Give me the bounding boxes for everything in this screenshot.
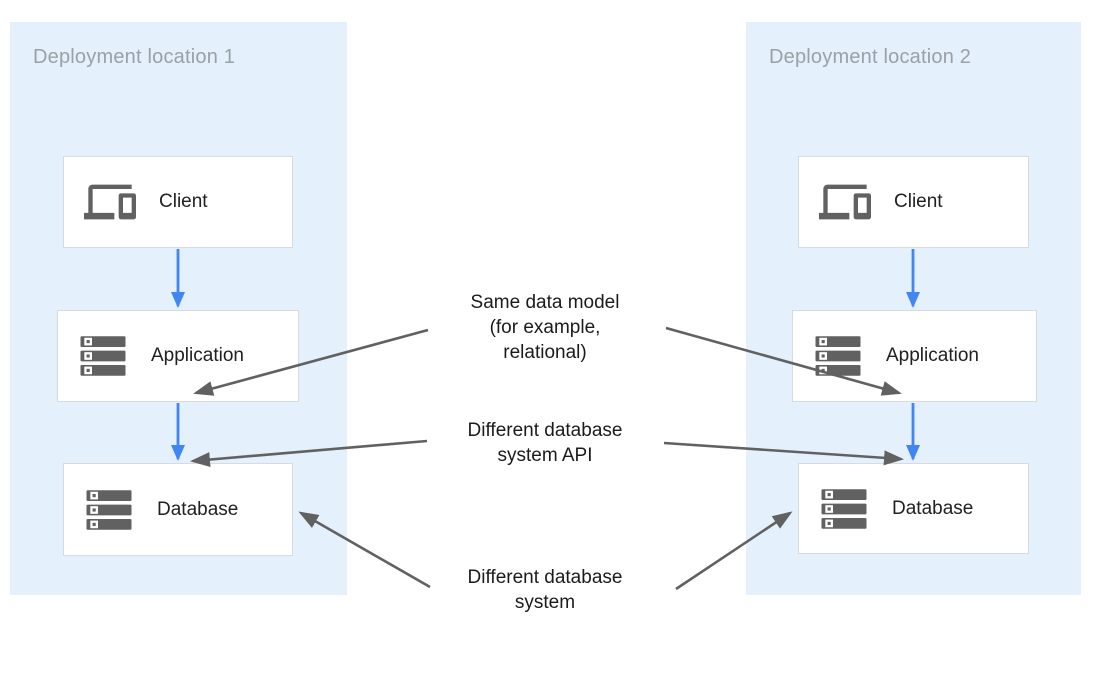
annotation-line: (for example,	[489, 317, 601, 338]
box-label: Database	[157, 498, 239, 520]
annotation-line: system API	[497, 445, 593, 466]
annotation-line: Same data model	[470, 292, 620, 313]
database-box-1: Database	[63, 463, 293, 556]
annotation-different-db-api: Different database system API	[430, 418, 660, 468]
database-box-2: Database	[798, 463, 1029, 554]
application-box-1: Application	[57, 310, 299, 402]
devices-icon	[82, 176, 138, 228]
annotation-different-db-system: Different database system	[430, 565, 660, 615]
annotation-line: system	[514, 592, 576, 613]
client-box-1: Client	[63, 156, 293, 248]
client-box-2: Client	[798, 156, 1029, 248]
panel-title: Deployment location 1	[33, 46, 236, 68]
box-label: Client	[894, 191, 943, 212]
annotation-same-data-model: Same data model (for example, relational…	[430, 290, 660, 365]
server-stack-icon	[811, 329, 865, 383]
server-stack-icon	[82, 483, 136, 537]
annotation-line: Different database	[467, 420, 623, 441]
annotation-line: Different database	[467, 567, 623, 588]
box-label: Client	[159, 191, 208, 212]
server-stack-icon	[76, 329, 130, 383]
annotation-line: relational)	[503, 342, 587, 363]
box-label: Database	[892, 497, 974, 519]
server-stack-icon	[817, 482, 871, 536]
devices-icon	[817, 176, 873, 228]
box-label: Application	[151, 345, 244, 366]
box-label: Application	[886, 345, 979, 366]
application-box-2: Application	[792, 310, 1037, 402]
panel-title: Deployment location 2	[769, 46, 972, 68]
